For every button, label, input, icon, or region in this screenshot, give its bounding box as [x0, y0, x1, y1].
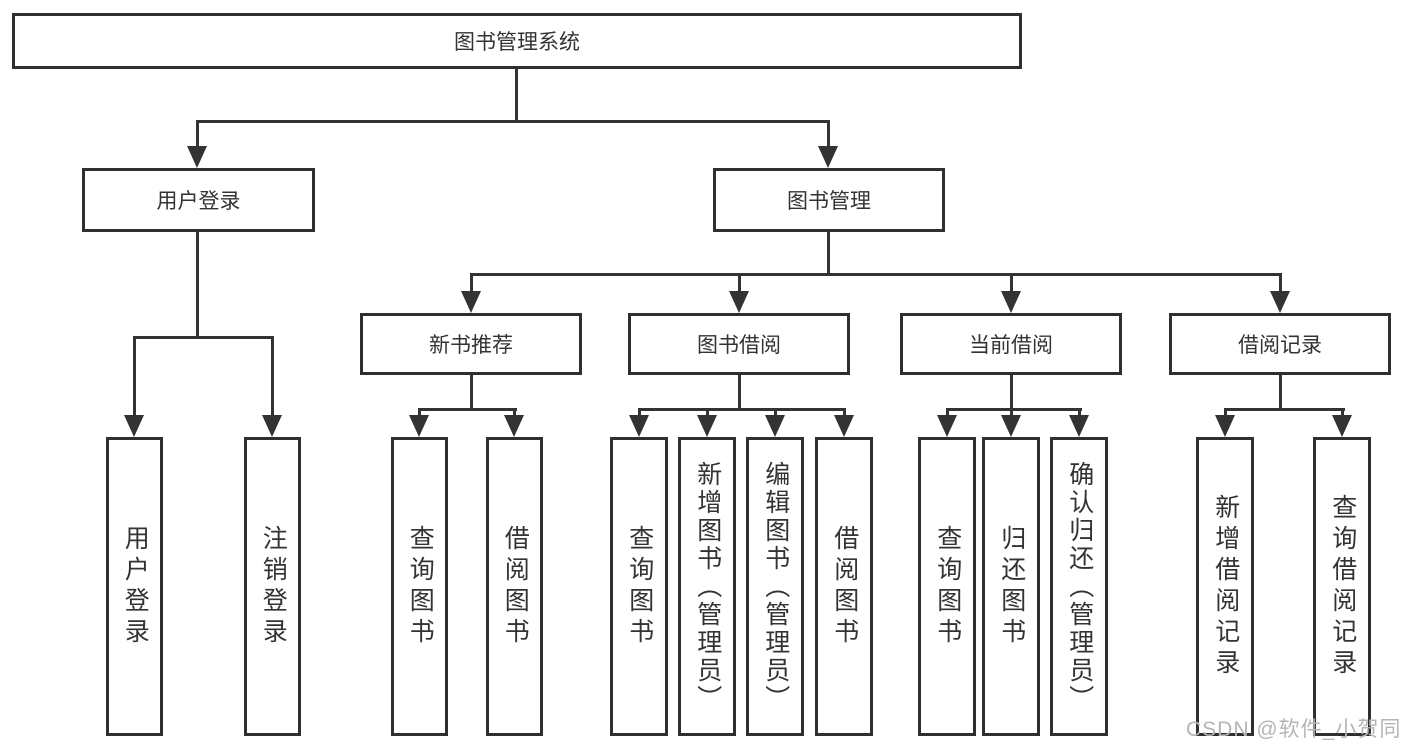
connector-line: [843, 408, 846, 418]
arrowhead-icon: [818, 146, 838, 168]
leaf-borrow-books-borrowing: 借阅图书: [815, 437, 873, 736]
arrowhead-icon: [1215, 415, 1235, 437]
connector-line: [638, 408, 846, 411]
leaf-label: 查询图书: [933, 524, 962, 649]
leaf-query-borrow-record: 查询借阅记录: [1313, 437, 1371, 736]
leaf-label: 查询借阅记录: [1328, 493, 1357, 680]
connector-line: [738, 375, 741, 411]
leaf-label: 查询图书: [625, 524, 654, 649]
leaf-label: 借阅图书: [830, 524, 859, 649]
connector-line: [1078, 408, 1081, 418]
leaf-confirm-return-admin: 确认归还（管理员）: [1050, 437, 1108, 736]
connector-line: [1279, 273, 1282, 293]
connector-line: [946, 408, 949, 418]
leaf-query-books-recommend: 查询图书: [391, 437, 448, 736]
arrowhead-icon: [1001, 291, 1021, 313]
connector-line: [1010, 375, 1013, 411]
arrowhead-icon: [834, 415, 854, 437]
connector-line: [946, 408, 1082, 411]
connector-line: [1279, 375, 1282, 411]
arrowhead-icon: [187, 146, 207, 168]
node-book-borrowing: 图书借阅: [628, 313, 850, 375]
connector-line: [196, 120, 830, 123]
leaf-label: 用户登录: [121, 524, 150, 649]
node-new-book-recommendation: 新书推荐: [360, 313, 582, 375]
leaf-query-books-borrowing: 查询图书: [610, 437, 668, 736]
arrowhead-icon: [937, 415, 957, 437]
connector-line: [706, 408, 709, 418]
connector-line: [827, 120, 830, 150]
connector-line: [515, 69, 518, 121]
leaf-query-books-current: 查询图书: [918, 437, 976, 736]
connector-line: [196, 120, 199, 150]
connector-line: [133, 336, 274, 339]
leaf-add-book-admin: 新增图书（管理员）: [678, 437, 736, 736]
node-user-login: 用户登录: [82, 168, 315, 232]
leaf-borrow-books-recommend: 借阅图书: [486, 437, 543, 736]
connector-line: [1341, 408, 1344, 418]
arrowhead-icon: [504, 415, 524, 437]
arrowhead-icon: [729, 291, 749, 313]
connector-line: [774, 408, 777, 418]
leaf-label: 确认归还（管理员）: [1065, 460, 1094, 713]
connector-line: [196, 232, 199, 339]
connector-line: [513, 408, 516, 418]
leaf-label: 新增借阅记录: [1211, 493, 1240, 680]
arrowhead-icon: [1270, 291, 1290, 313]
arrowhead-icon: [461, 291, 481, 313]
arrowhead-icon: [629, 415, 649, 437]
connector-line: [1224, 408, 1227, 418]
leaf-user-login: 用户登录: [106, 437, 163, 736]
connector-line: [418, 408, 517, 411]
arrowhead-icon: [124, 415, 144, 437]
node-borrowing-records: 借阅记录: [1169, 313, 1391, 375]
connector-line: [470, 273, 1281, 276]
arrowhead-icon: [409, 415, 429, 437]
leaf-label: 编辑图书（管理员）: [761, 460, 790, 713]
leaf-label: 归还图书: [997, 524, 1026, 649]
leaf-return-book: 归还图书: [982, 437, 1040, 736]
connector-line: [1010, 408, 1013, 418]
connector-line: [271, 336, 274, 417]
arrowhead-icon: [697, 415, 717, 437]
leaf-label: 查询图书: [406, 524, 435, 649]
node-current-borrowing: 当前借阅: [900, 313, 1122, 375]
connector-line: [418, 408, 421, 418]
leaf-label: 新增图书（管理员）: [693, 460, 722, 713]
connector-line: [470, 273, 473, 293]
arrowhead-icon: [262, 415, 282, 437]
connector-line: [133, 336, 136, 417]
leaf-label: 借阅图书: [501, 524, 530, 649]
connector-line: [827, 232, 830, 276]
connector-line: [470, 375, 473, 411]
arrowhead-icon: [1332, 415, 1352, 437]
arrowhead-icon: [765, 415, 785, 437]
leaf-add-borrow-record: 新增借阅记录: [1196, 437, 1254, 736]
connector-line: [1010, 273, 1013, 293]
connector-line: [1224, 408, 1345, 411]
node-book-management: 图书管理: [713, 168, 945, 232]
leaf-logout: 注销登录: [244, 437, 301, 736]
arrowhead-icon: [1069, 415, 1089, 437]
leaf-label: 注销登录: [259, 524, 288, 649]
leaf-edit-book-admin: 编辑图书（管理员）: [746, 437, 804, 736]
connector-line: [738, 273, 741, 293]
node-library-system: 图书管理系统: [12, 13, 1022, 69]
connector-line: [638, 408, 641, 418]
arrowhead-icon: [1001, 415, 1021, 437]
csdn-watermark: CSDN @软件_小贺同学: [1186, 718, 1402, 741]
